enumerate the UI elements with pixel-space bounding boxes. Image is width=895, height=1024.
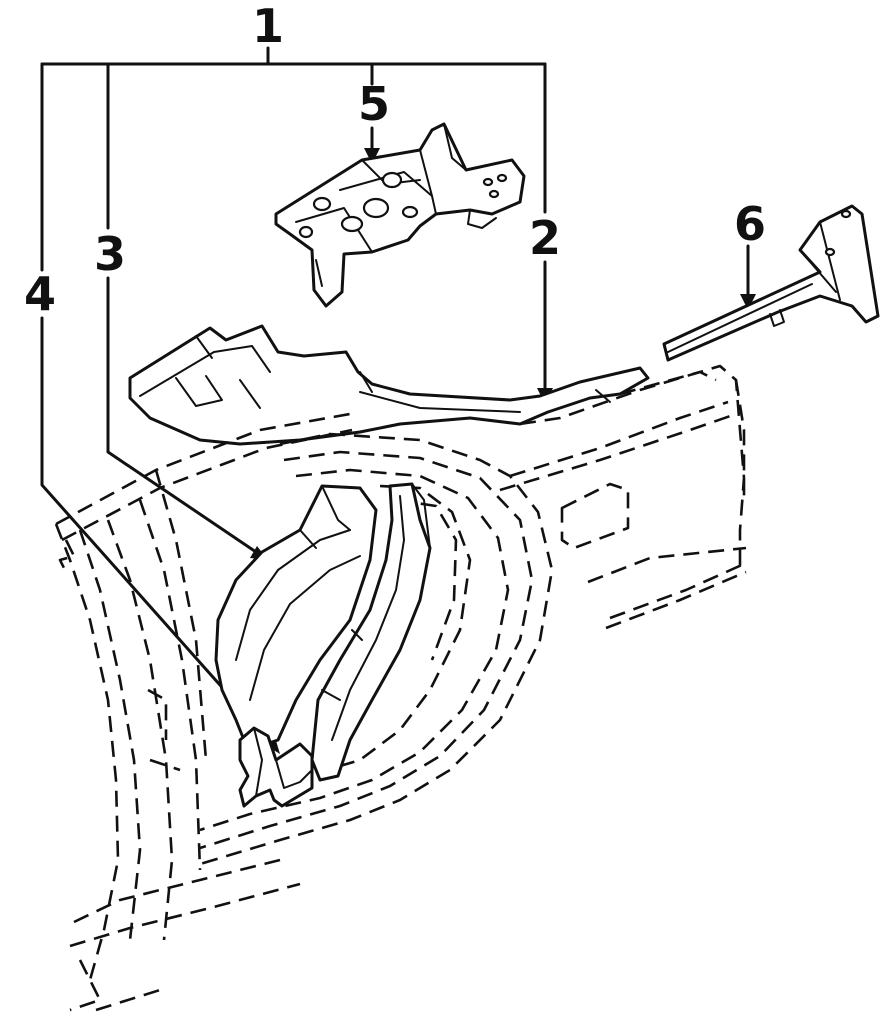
callout-1: 1 [252, 0, 284, 53]
callout-2: 2 [529, 211, 561, 265]
callout-6: 6 [734, 197, 766, 251]
leader-4-lower [40, 316, 278, 750]
part-2-upper-panel [128, 324, 650, 446]
leader-lines [40, 46, 750, 750]
callout-4: 4 [24, 267, 56, 321]
arrowhead-5 [364, 148, 380, 164]
part-6-rail [662, 204, 880, 362]
body-outline-dashed [54, 364, 747, 1012]
callout-3: 3 [94, 227, 126, 281]
arrowhead-6 [740, 294, 756, 310]
callout-5: 5 [358, 77, 390, 131]
part-4-extension [238, 726, 314, 808]
leader-3-lower [106, 276, 264, 558]
part-3-wheelhouse [214, 484, 378, 752]
callout-labels: 1 2 3 4 5 6 [24, 0, 766, 321]
part-5-bracket [274, 122, 526, 308]
inner-panel-strips [310, 482, 432, 782]
